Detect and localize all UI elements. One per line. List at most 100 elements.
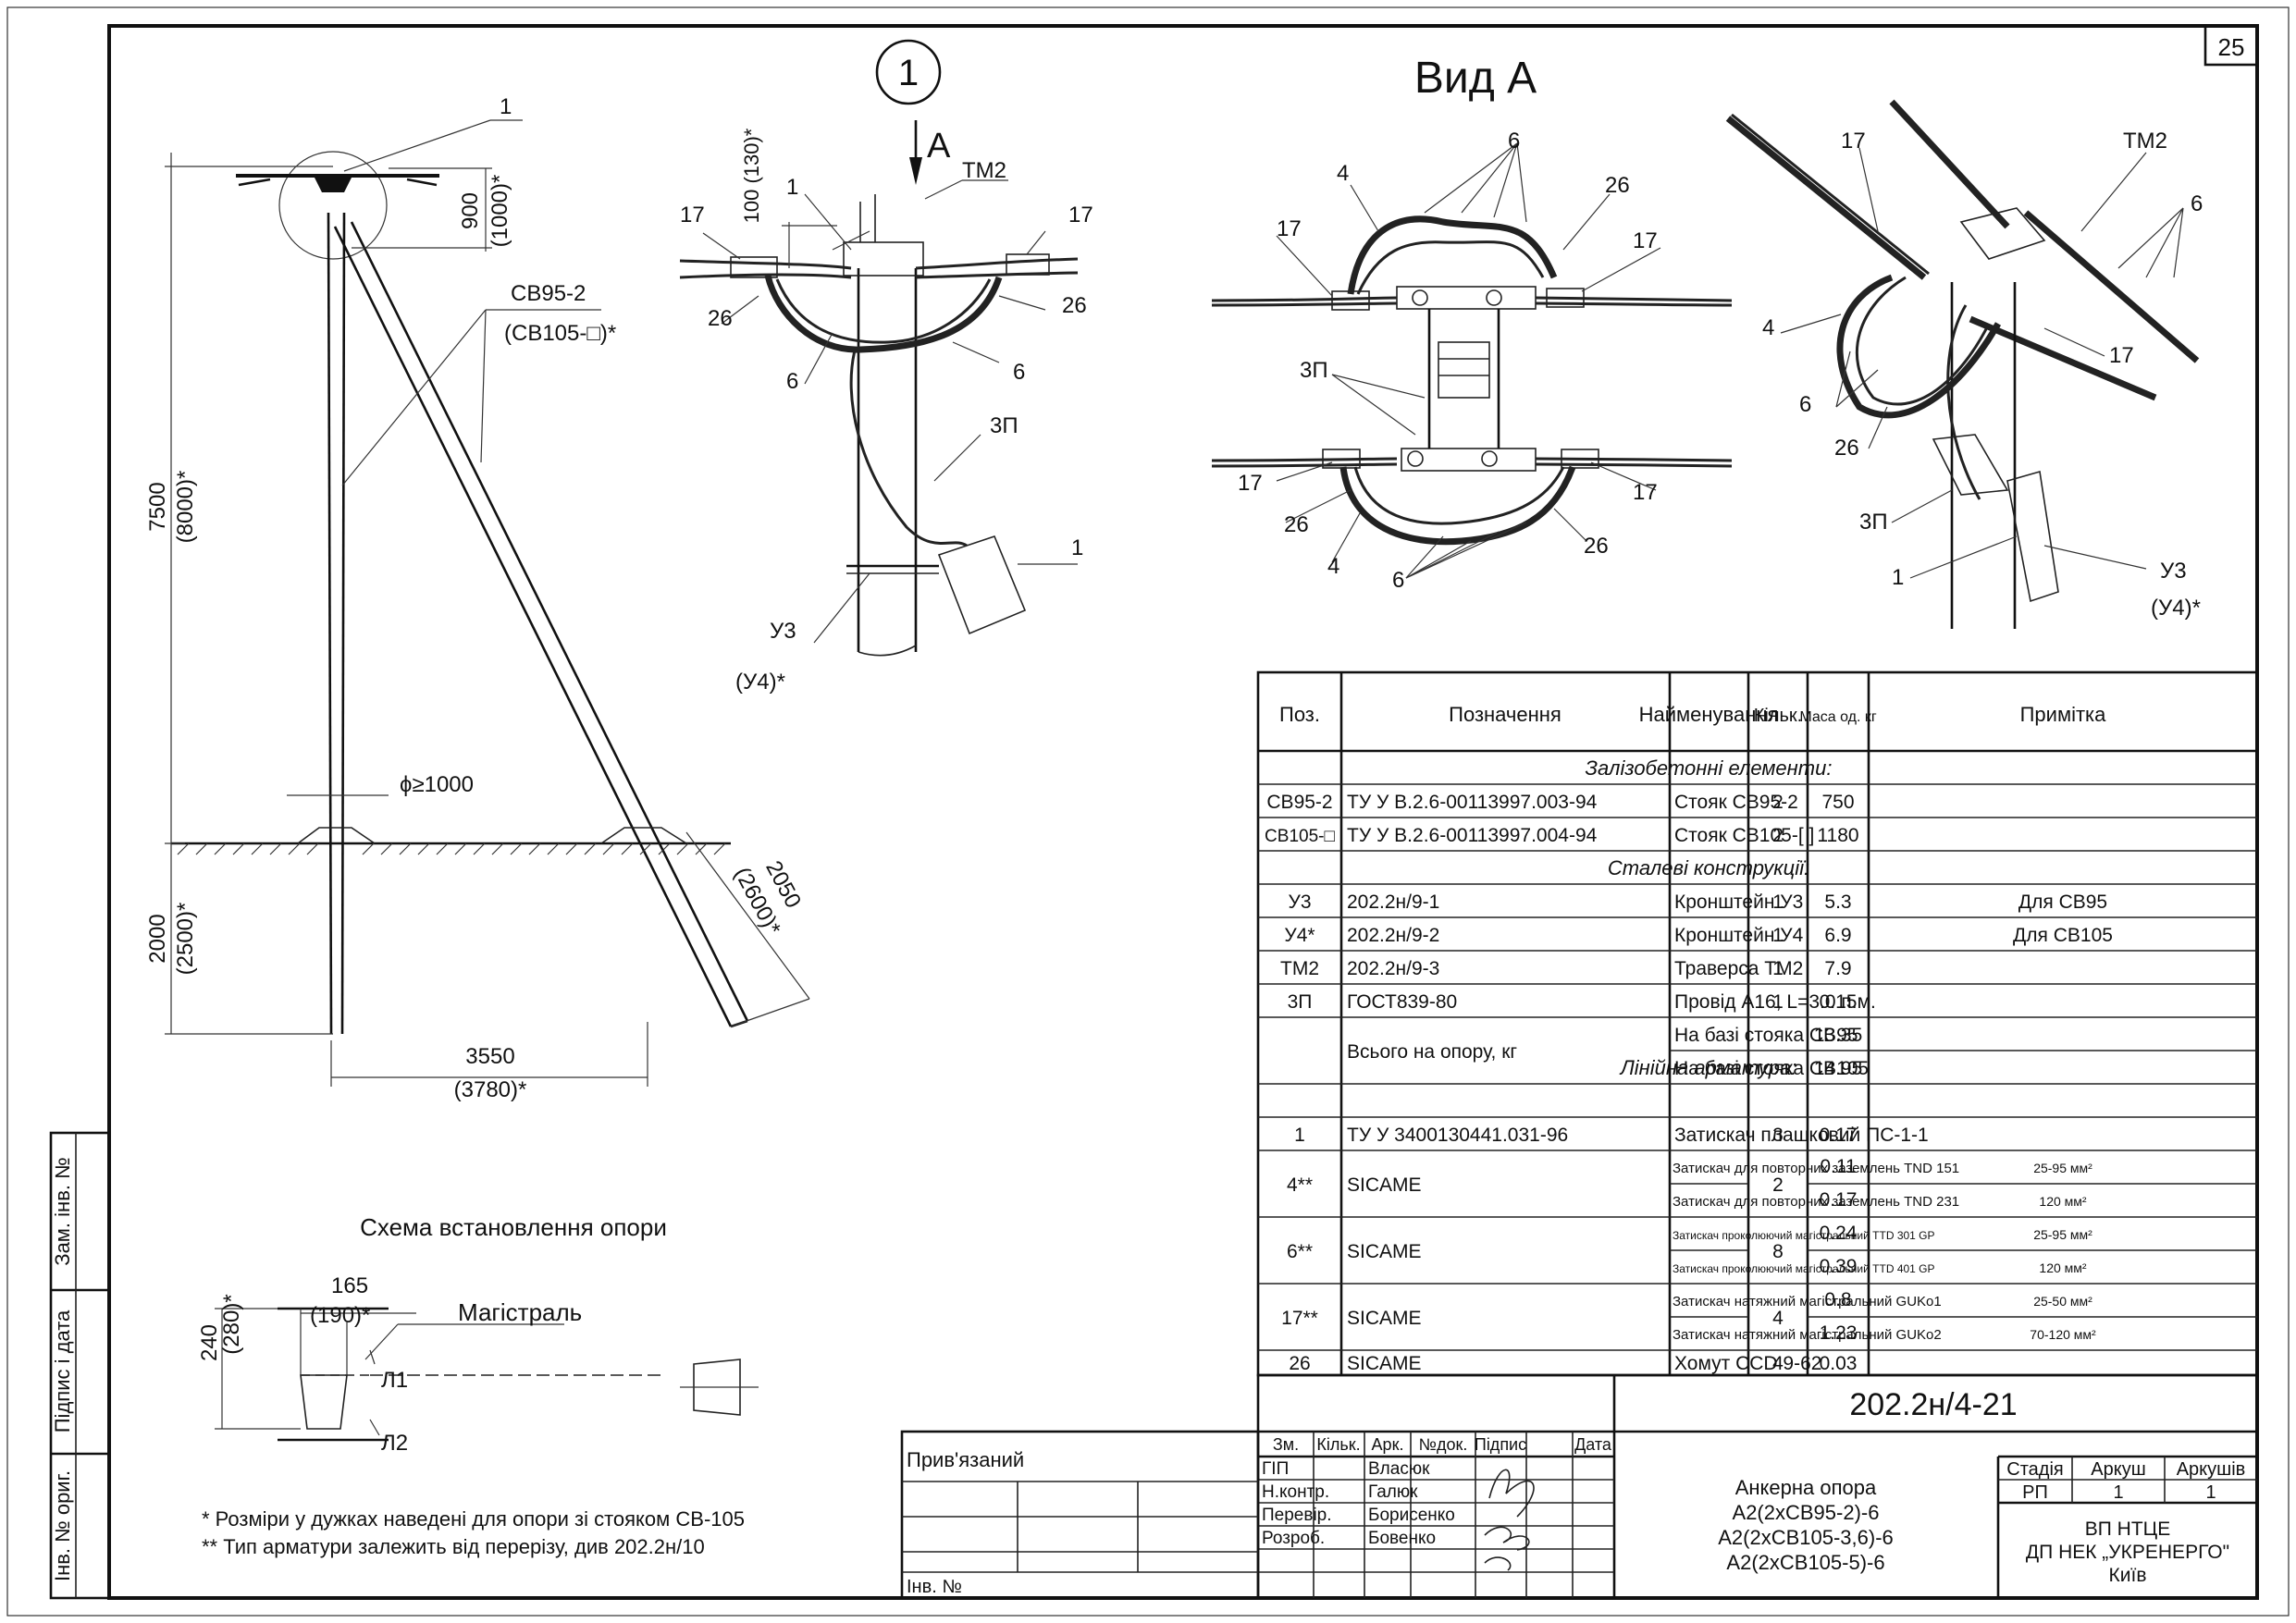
r12-pos: 26 [1289, 1353, 1310, 1374]
r3-desig: 202.2н/9-1 [1347, 891, 1439, 913]
tb-title-2: А2(2хСВ95-2)-6 [1733, 1501, 1880, 1524]
r11-desig: SICAME [1347, 1308, 1422, 1329]
side-stamp [49, 1131, 111, 1600]
th-mass: Маса од. кг [1799, 709, 1877, 725]
r2-mass: 1180 [1817, 825, 1858, 846]
node-l-6a: 6 [786, 369, 798, 394]
install-scheme-caption: Схема встановлення опори [360, 1213, 667, 1241]
dim-8000: (8000)* [173, 471, 198, 544]
iso-l-tm2: ТМ2 [2123, 129, 2167, 154]
th-name: Найменування [1639, 703, 1779, 726]
tb-title-4: А2(2хСВ105-5)-6 [1726, 1551, 1884, 1574]
r4-qty: 1 [1772, 925, 1784, 946]
node-1-drawing [679, 39, 1079, 657]
tb-role-nkontr: Н.контр. [1262, 1482, 1329, 1502]
r10b-mass: 0.39 [1820, 1256, 1858, 1277]
dim-7500: 7500 [145, 482, 170, 531]
view-a-l-26top: 26 [1605, 173, 1630, 198]
r8-pos: 1 [1294, 1125, 1305, 1146]
r3-note: Для СВ95 [2018, 891, 2107, 913]
dim-900: 900 [458, 192, 483, 229]
r4-desig: 202.2н/9-2 [1347, 925, 1439, 946]
tb-hdr-pidpys: Підпис [1475, 1435, 1526, 1454]
node-l-u4: (У4)* [735, 670, 785, 695]
tb-sheets: 1 [2205, 1482, 2216, 1503]
node-l-3p: 3П [990, 413, 1018, 438]
stamp-pidpys-data: Підпис і дата [51, 1309, 74, 1432]
r8-qty: 3 [1772, 1125, 1784, 1146]
r10-qty: 8 [1772, 1241, 1784, 1262]
tb-title-1: Анкерна опора [1735, 1476, 1877, 1499]
pole-name-alt: (СВ105-□)* [504, 321, 616, 346]
iso-l-1: 1 [1892, 565, 1904, 590]
node-l-tm2: ТМ2 [962, 158, 1006, 183]
r11a-mass: 0.8 [1824, 1289, 1851, 1310]
view-a-l-3p: 3П [1300, 358, 1328, 383]
r9a-mass: 0.11 [1820, 1156, 1856, 1177]
th-qty: Кільк. [1754, 706, 1803, 726]
isometric-view [1725, 99, 2200, 629]
node-l-26b: 26 [1062, 293, 1087, 318]
tb-name-perevir: Борисенко [1368, 1506, 1455, 1525]
node-l-17b: 17 [1068, 203, 1093, 227]
r6-name: Провід А16, L=3.0 п.м. [1674, 991, 1876, 1013]
iso-l-u3: У3 [2160, 559, 2187, 584]
tb-title-3: А2(2хСВ105-3,6)-6 [1718, 1526, 1894, 1549]
node-l-1: 1 [786, 175, 798, 200]
view-a-l-26br: 26 [1584, 534, 1609, 559]
r7a-mass: 13.35 [1814, 1025, 1863, 1046]
node-l-1b: 1 [1071, 535, 1083, 560]
pole-name: СВ95-2 [511, 281, 586, 306]
section-linear: Лінійна арматура: [1619, 1056, 1797, 1079]
stamp-inv-orig: Інв. № ориг. [51, 1470, 74, 1581]
stamp-zam-inv: Зам. інв. № [51, 1157, 74, 1265]
view-a-l-26bl: 26 [1284, 512, 1309, 537]
r7b-mass: 14.95 [1814, 1058, 1863, 1079]
r9b-name: Затискач для повторних заземлень TND 231 [1673, 1194, 1959, 1210]
r2-pos: СВ105-□ [1265, 827, 1335, 846]
tb-inv-no: Інв. № [907, 1577, 962, 1597]
r1-name: Стояк СВ95-2 [1674, 792, 1798, 813]
r5-mass: 7.9 [1824, 958, 1851, 979]
th-desig: Позначення [1449, 703, 1562, 726]
tb-org-3: Київ [2109, 1565, 2147, 1586]
r7a-name: На базі стояка СВ95 [1674, 1025, 1858, 1046]
iso-l-3p: 3П [1859, 510, 1888, 535]
pole-callout-1: 1 [500, 94, 512, 119]
r5-desig: 202.2н/9-3 [1347, 958, 1439, 979]
tb-stage: РП [2022, 1482, 2048, 1503]
tb-org-1: ВП НТЦЕ [2085, 1518, 2170, 1540]
r8-desig: ТУ У 3400130441.031-96 [1347, 1125, 1568, 1146]
r1-pos: СВ95-2 [1266, 792, 1332, 813]
node-number: 1 [898, 53, 919, 93]
scheme-dim-240: 240 [197, 1324, 222, 1361]
r5-qty: 1 [1772, 958, 1784, 979]
iso-l-17: 17 [1841, 129, 1866, 154]
r12-desig: SICAME [1347, 1353, 1422, 1374]
r6-qty: 1 [1772, 991, 1784, 1013]
tb-doc-code: 202.2н/4-21 [1849, 1387, 2017, 1422]
tb-hdr-data: Дата [1574, 1435, 1612, 1454]
scheme-dim-165: 165 [331, 1273, 368, 1298]
view-a-l-4bl: 4 [1327, 554, 1339, 579]
r8-mass: 0.17 [1820, 1125, 1858, 1146]
view-a-l-6bot: 6 [1392, 568, 1404, 593]
r2-desig: ТУ У В.2.6-00113997.004-94 [1347, 825, 1598, 846]
tb-hdr-kilk: Кільк. [1316, 1435, 1360, 1454]
dim-3550: 3550 [465, 1044, 514, 1069]
note-1: * Розміри у дужках наведені для опори зі… [202, 1507, 745, 1531]
r1-qty: 2 [1772, 792, 1784, 813]
r4-pos: У4* [1284, 925, 1315, 946]
dim-1000: (1000)* [488, 175, 512, 248]
iso-l-u4: (У4)* [2151, 596, 2201, 621]
iso-l-17b: 17 [2109, 343, 2134, 368]
iso-l-6b: 6 [1799, 392, 1811, 417]
th-pos: Поз. [1279, 703, 1320, 726]
r11-qty: 4 [1772, 1308, 1784, 1329]
r11a-name: Затискач натяжний магістральний GUKo1 [1673, 1294, 1942, 1309]
r4-note: Для СВ105 [2013, 925, 2113, 946]
node-l-u3: У3 [770, 619, 796, 644]
tb-role-perevir: Перевір. [1262, 1506, 1332, 1525]
section-steel: Сталеві конструкції: [1608, 856, 1809, 879]
tb-sheet-hdr: Аркуш [2091, 1459, 2145, 1480]
